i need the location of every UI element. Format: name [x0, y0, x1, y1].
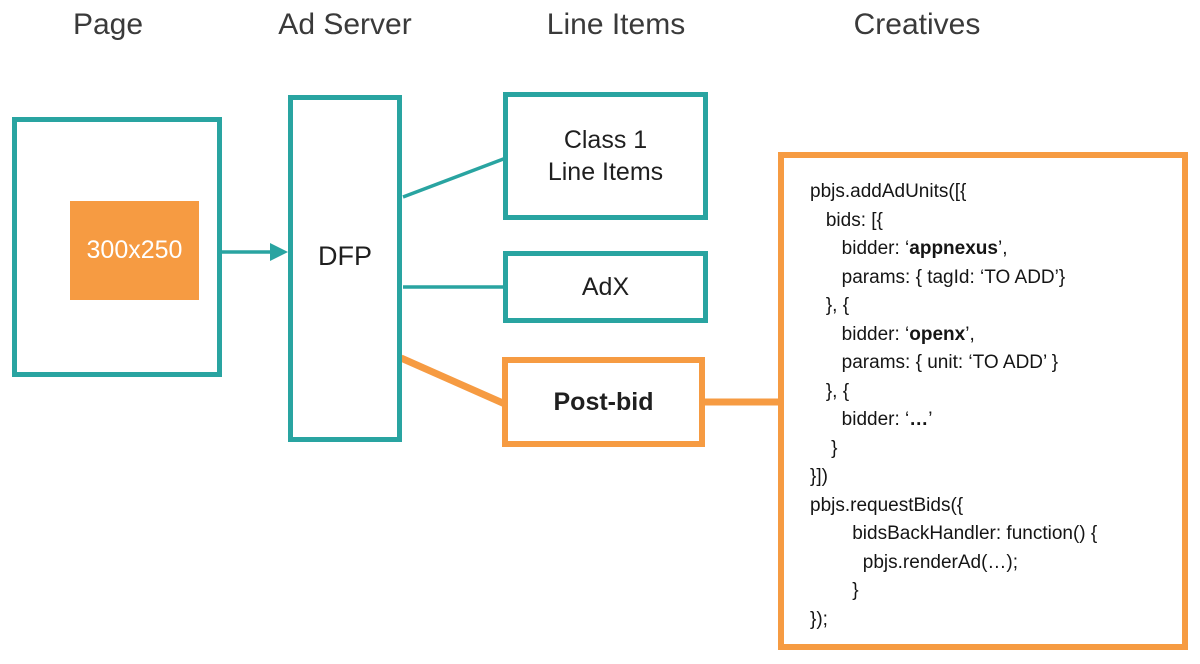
column-header-ad-server: Ad Server [278, 8, 412, 41]
code-line: bidder: ‘appnexus’, [810, 238, 1008, 259]
post-bid-label: Post-bid [553, 387, 654, 416]
code-line: bids: [{ [810, 209, 883, 231]
code-line: }); [810, 608, 828, 630]
code-line: params: { unit: ‘TO ADD’ } [810, 352, 1059, 373]
code-line: pbjs.requestBids({ [810, 494, 964, 516]
column-header-page: Page [72, 8, 144, 41]
code-line: pbjs.renderAd(…); [810, 551, 1019, 573]
code-line: bidder: ‘openx’, [810, 323, 975, 345]
column-header-line-items: Line Items [546, 8, 686, 41]
class1-line-items-box: Class 1 Line Items [503, 92, 708, 220]
creatives-code: pbjs.addAdUnits([{ bids: [{ bidder: ‘app… [784, 158, 1182, 634]
class1-label-line1: Class 1 [563, 126, 648, 154]
code-line: }, { [810, 380, 850, 402]
arrow-head-icon [270, 243, 288, 261]
code-line: } [810, 580, 859, 601]
column-header-creatives: Creatives [853, 8, 981, 41]
ad-slot-label: 300x250 [86, 236, 183, 264]
ad-slot-300x250: 300x250 [70, 201, 199, 300]
code-line: }, { [810, 295, 850, 316]
dfp-label: DFP [318, 241, 372, 271]
code-line: pbjs.addAdUnits([{ [810, 181, 967, 202]
code-line: bidder: ‘…’ [810, 409, 933, 430]
adx-label: AdX [581, 272, 630, 301]
class1-label-line2: Line Items [547, 158, 664, 186]
dfp-box: DFP [288, 95, 402, 442]
adx-box: AdX [503, 251, 708, 323]
code-line: } [810, 437, 838, 459]
dfp-to-class1-line [402, 156, 507, 199]
dfp-to-postbid-line [399, 354, 507, 408]
code-line: }]) [810, 466, 828, 487]
post-bid-box: Post-bid [502, 357, 705, 447]
creatives-code-box: pbjs.addAdUnits([{ bids: [{ bidder: ‘app… [778, 152, 1188, 650]
code-line: params: { tagId: ‘TO ADD’} [810, 266, 1066, 288]
code-line: bidsBackHandler: function() { [810, 523, 1098, 544]
